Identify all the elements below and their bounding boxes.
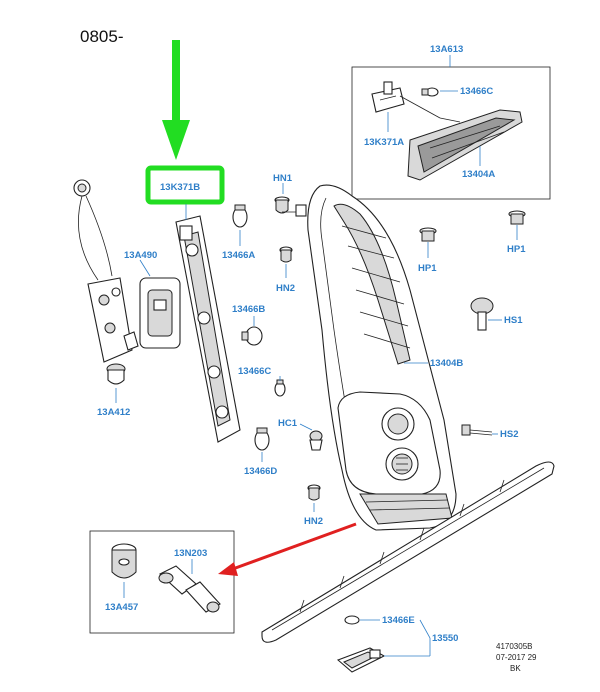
label-13a613[interactable]: 13A613 xyxy=(430,44,463,55)
label-hs1[interactable]: HS1 xyxy=(504,315,523,326)
label-13k371b[interactable]: 13K371B xyxy=(160,182,200,193)
label-hp1-right[interactable]: HP1 xyxy=(507,244,526,255)
stop-lamp-housing xyxy=(407,109,523,181)
trim-moulding-13550 xyxy=(261,461,555,643)
screw-hs1 xyxy=(470,297,494,331)
label-hn1[interactable]: HN1 xyxy=(273,173,293,184)
ref-date: 07-2017 29 xyxy=(496,653,537,662)
label-hn2-top[interactable]: HN2 xyxy=(276,283,295,294)
label-hs2[interactable]: HS2 xyxy=(500,429,518,440)
nut-hn2-bottom xyxy=(307,484,321,501)
highlight-box xyxy=(145,165,225,205)
grommet-hp1-right xyxy=(508,210,526,225)
label-13550[interactable]: 13550 xyxy=(432,633,458,644)
socket-13a457 xyxy=(111,543,137,579)
bulb-13466c-mid xyxy=(274,379,286,397)
label-13a412[interactable]: 13A412 xyxy=(97,407,130,418)
gasket-13a490 xyxy=(139,277,181,349)
label-13a490[interactable]: 13A490 xyxy=(124,250,157,261)
bulb-13466a xyxy=(232,204,248,228)
bulb-13466b xyxy=(241,326,263,346)
stop-lamp-wiring xyxy=(371,81,461,123)
license-lamp xyxy=(336,647,386,673)
label-13a457[interactable]: 13A457 xyxy=(105,602,138,613)
label-13466a[interactable]: 13466A xyxy=(222,250,255,261)
label-13404b[interactable]: 13404B xyxy=(430,358,463,369)
label-13n203[interactable]: 13N203 xyxy=(174,548,207,559)
connector-13n203 xyxy=(158,565,221,613)
inset-stop-lamp xyxy=(351,66,551,200)
bulb-13466e xyxy=(344,615,360,625)
label-hn2-bottom[interactable]: HN2 xyxy=(304,516,323,527)
label-hc1[interactable]: HC1 xyxy=(278,418,298,429)
label-13466c-top[interactable]: 13466C xyxy=(460,86,493,97)
highlight-arrow xyxy=(162,40,190,160)
label-13466d[interactable]: 13466D xyxy=(244,466,277,477)
label-hp1-left[interactable]: HP1 xyxy=(418,263,437,274)
label-13466c-mid[interactable]: 13466C xyxy=(238,366,271,377)
clip-hc1 xyxy=(309,430,323,451)
label-13466b[interactable]: 13466B xyxy=(232,304,265,315)
screw-hs2 xyxy=(461,424,493,436)
nut-hn2-top xyxy=(279,246,293,263)
bulb-carrier-13k371b xyxy=(175,215,241,443)
label-13k371a[interactable]: 13K371A xyxy=(364,137,404,148)
tail-lamp-assembly xyxy=(307,184,457,531)
detail-arrow xyxy=(218,522,357,576)
label-13466e[interactable]: 13466E xyxy=(382,615,415,626)
ref-code: 4170305B xyxy=(496,642,532,651)
nut-hn1 xyxy=(274,196,307,217)
label-13404a[interactable]: 13404A xyxy=(462,169,495,180)
diagram-code: 0805- xyxy=(80,27,123,46)
grommet-hp1-left xyxy=(419,227,437,242)
inset-socket xyxy=(89,530,235,634)
bulb-holder-13a412 xyxy=(106,363,126,385)
bulb-13466d xyxy=(254,427,270,451)
ref-suffix: BK xyxy=(510,664,521,673)
stop-lamp-bulb-top xyxy=(421,87,439,97)
wiring-harness xyxy=(73,179,139,363)
